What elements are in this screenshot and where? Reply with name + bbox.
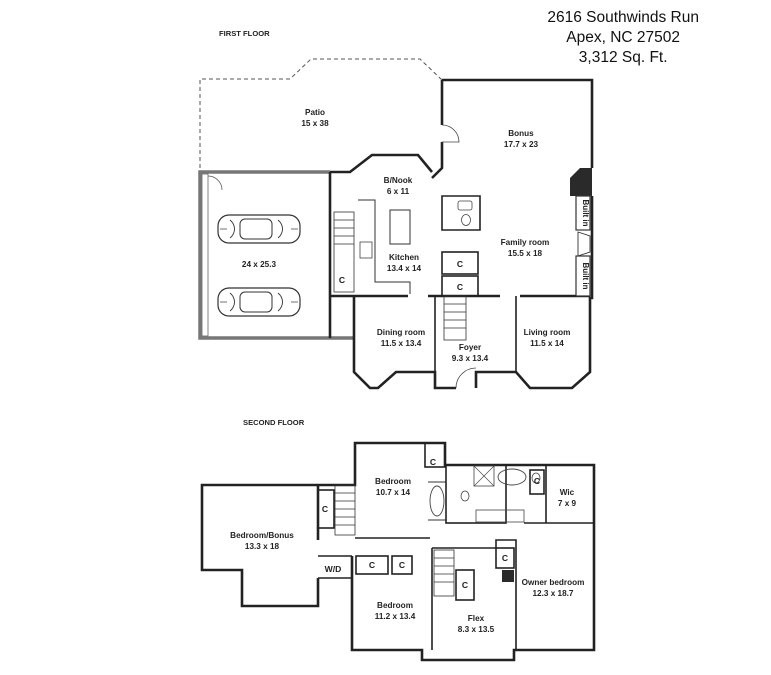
garage-door: [201, 173, 209, 337]
bathtub-icon: [429, 485, 445, 517]
closet-label: C: [502, 553, 508, 563]
room-name-bedroom-bonus: Bedroom/Bonus: [230, 531, 294, 540]
toilet-icon: [461, 214, 471, 226]
room-name-foyer: Foyer: [459, 343, 482, 352]
address-city: Apex, NC 27502: [566, 29, 681, 46]
property-header: 2616 Southwinds Run Apex, NC 27502 3,312…: [547, 8, 699, 68]
fireplace: [570, 168, 592, 196]
closet: [424, 442, 446, 468]
kitchen-island: [389, 209, 411, 245]
first-floor-right-wall: [474, 196, 594, 390]
room-dims-bonus: 17.7 x 23: [504, 140, 539, 149]
toilet-icon: [460, 490, 470, 502]
tv-niche: [577, 231, 591, 257]
room-name-patio: Patio: [305, 108, 325, 117]
kitchen-counter: [358, 199, 411, 294]
room-name-bnook: B/Nook: [384, 176, 413, 185]
room-dims-flex: 8.3 x 13.5: [458, 625, 495, 634]
room-name-bedroom2: Bedroom: [377, 601, 413, 610]
room-name-family: Family room: [501, 238, 550, 247]
stairs: [333, 211, 355, 293]
second-floor-title: SECOND FLOOR: [243, 418, 305, 427]
car-icon: [217, 214, 301, 244]
closet: [441, 251, 479, 275]
room-dims-bedroom2: 11.2 x 13.4: [375, 612, 416, 621]
built-in-label: Built in: [581, 262, 590, 289]
room-name-owner: Owner bedroom: [522, 578, 585, 587]
built-in-shelf: [575, 195, 591, 231]
room-name-kitchen: Kitchen: [389, 253, 419, 262]
vanity-icon: [475, 509, 525, 523]
bonus-wall: [442, 78, 594, 168]
first-floor: FIRST FLOOR: [198, 29, 594, 390]
closet: [317, 489, 335, 529]
first-floor-title: FIRST FLOOR: [219, 29, 270, 38]
room-dims-bedroom1: 10.7 x 14: [376, 488, 411, 497]
room-dims-wic: 7 x 9: [558, 499, 577, 508]
closet-label: C: [534, 476, 540, 486]
room-name-living: Living room: [524, 328, 571, 337]
closet-label: C: [322, 504, 328, 514]
closet-label: C: [457, 259, 463, 269]
built-in-label: Built in: [581, 199, 590, 226]
shower-icon: [473, 465, 495, 487]
built-in-shelf: [575, 255, 591, 297]
foyer-stairs: [443, 295, 467, 341]
stairs: [433, 549, 455, 597]
first-floor-left-wall: [352, 296, 456, 390]
room-dims-dining: 11.5 x 13.4: [381, 339, 422, 348]
closet-label: C: [457, 282, 463, 292]
room-dims-kitchen: 13.4 x 14: [387, 264, 422, 273]
room-dims-bnook: 6 x 11: [387, 187, 410, 196]
second-floor-outer-wall: [318, 441, 596, 662]
room-dims-bedroom-bonus: 13.3 x 18: [245, 542, 280, 551]
sink-icon: [359, 241, 373, 259]
room-dims-living: 11.5 x 14: [530, 339, 564, 348]
car-icon: [217, 287, 301, 317]
closet: [495, 547, 515, 569]
closet-label: C: [369, 560, 375, 570]
stairs: [334, 484, 356, 536]
closet-label: C: [430, 457, 436, 467]
room-name-flex: Flex: [468, 614, 485, 623]
garage-wall: [198, 170, 354, 340]
second-floor: SECOND FLOOR: [200, 418, 596, 662]
patio-door: [441, 124, 460, 143]
closet-label: C: [462, 580, 468, 590]
room-name-dining: Dining room: [377, 328, 425, 337]
patio-outline: [199, 58, 443, 175]
room-name-bedroom1: Bedroom: [375, 477, 411, 486]
bathtub-icon: [497, 468, 527, 486]
bath: [445, 464, 507, 524]
closet: [455, 569, 475, 601]
property-area: 3,312 Sq. Ft.: [578, 49, 668, 66]
address-street: 2616 Southwinds Run: [547, 9, 699, 26]
laundry-label: W/D: [325, 564, 342, 574]
sink-icon: [457, 200, 473, 211]
room-name-wic: Wic: [560, 488, 575, 497]
bnook-wall: [330, 153, 434, 174]
closet-label: C: [339, 275, 345, 285]
half-bath: [441, 195, 481, 231]
room-dims-patio: 15 x 38: [301, 119, 329, 128]
bedroom-bonus-wall: [200, 483, 320, 608]
room-dims-family: 15.5 x 18: [508, 249, 543, 258]
column: [502, 570, 514, 582]
room-dims-foyer: 9.3 x 13.4: [452, 354, 489, 363]
closet: [355, 555, 389, 575]
front-door: [455, 367, 477, 389]
room-name-bonus: Bonus: [508, 129, 534, 138]
room-dims-owner: 12.3 x 18.7: [533, 589, 574, 598]
closet: [391, 555, 413, 575]
toilet-icon: [531, 472, 541, 484]
room-dims-garage: 24 x 25.3: [242, 260, 277, 269]
closet-label: C: [399, 560, 405, 570]
closet: [529, 469, 545, 495]
